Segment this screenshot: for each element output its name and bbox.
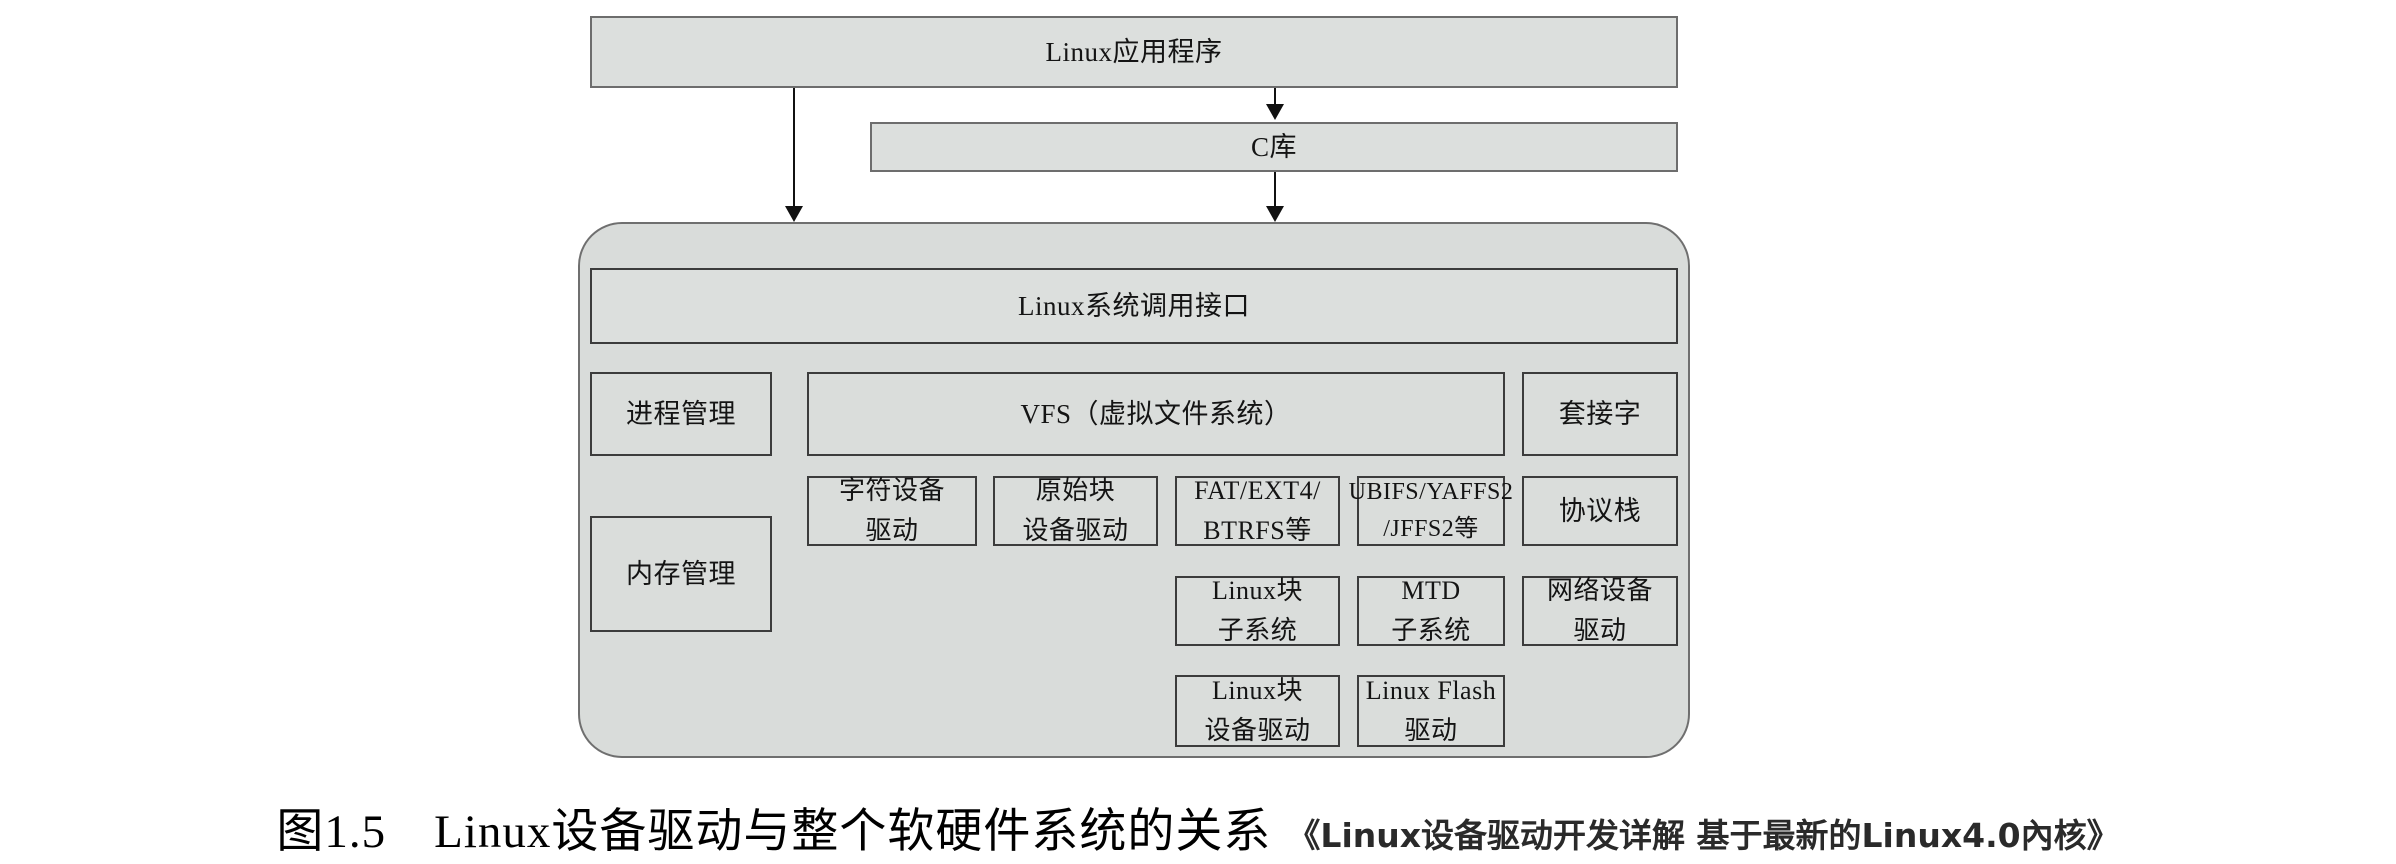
block-vfs-label: VFS（虚拟文件系统） — [1020, 398, 1292, 429]
figure-caption: 图1.5 Linux设备驱动与整个软硬件系统的关系《Linux设备驱动开发详解 … — [0, 792, 2396, 861]
block-network-device-driver-label: 网络设备 驱动 — [1546, 575, 1653, 645]
figure-caption-text: 图1.5 Linux设备驱动与整个软硬件系统的关系 — [276, 806, 1272, 858]
block-fat-ext4-btrfs-label: FAT/EXT4/ BTRFS等 — [1194, 475, 1321, 545]
connector-clib-to-kernel — [1266, 172, 1284, 224]
block-linux-flash-driver-label: Linux Flash 驱动 — [1365, 675, 1497, 745]
block-mtd-subsystem-label: MTD 子系统 — [1391, 575, 1471, 645]
block-raw-block-device-driver-label: 原始块 设备驱动 — [1022, 475, 1129, 545]
block-syscall-interface: Linux系统调用接口 — [590, 268, 1678, 344]
block-ubifs-yaffs2-jffs2: UBIFS/YAFFS2 /JFFS2等 — [1349, 476, 1513, 546]
block-c-library-label: C库 — [1250, 131, 1297, 162]
arrow-head-icon — [1266, 104, 1284, 120]
block-raw-block-device-driver: 原始块 设备驱动 — [993, 476, 1158, 546]
block-ubifs-yaffs2-jffs2-label: UBIFS/YAFFS2 /JFFS2等 — [1348, 478, 1514, 542]
arrow-head-icon — [1266, 206, 1284, 222]
block-syscall-interface-label: Linux系统调用接口 — [1018, 290, 1250, 321]
block-linux-flash-driver: Linux Flash 驱动 — [1357, 675, 1505, 747]
block-mtd-subsystem: MTD 子系统 — [1357, 576, 1505, 646]
block-fat-ext4-btrfs: FAT/EXT4/ BTRFS等 — [1175, 476, 1340, 546]
connector-line — [1274, 88, 1276, 108]
block-process-management: 进程管理 — [590, 372, 772, 456]
block-protocol-stack: 协议栈 — [1522, 476, 1678, 546]
block-linux-application: Linux应用程序 — [590, 16, 1678, 88]
block-linux-application-label: Linux应用程序 — [1045, 36, 1223, 67]
block-socket-label: 套接字 — [1558, 398, 1642, 429]
connector-line — [793, 88, 795, 208]
block-linux-block-subsystem-label: Linux块 子系统 — [1211, 575, 1304, 645]
block-socket: 套接字 — [1522, 372, 1678, 456]
block-process-management-label: 进程管理 — [626, 398, 736, 429]
block-linux-block-subsystem: Linux块 子系统 — [1175, 576, 1340, 646]
arrow-head-icon — [785, 206, 803, 222]
block-c-library: C库 — [870, 122, 1678, 172]
block-linux-block-device-driver: Linux块 设备驱动 — [1175, 675, 1340, 747]
block-protocol-stack-label: 协议栈 — [1558, 495, 1642, 526]
block-memory-management: 内存管理 — [590, 516, 772, 632]
block-memory-management-label: 内存管理 — [626, 558, 736, 589]
block-linux-block-device-driver-label: Linux块 设备驱动 — [1204, 675, 1311, 745]
connector-app-to-kernel — [785, 88, 803, 224]
figure-source-note: 《Linux设备驱动开发详解 基于最新的Linux4.0內核》 — [1287, 816, 2120, 855]
connector-line — [1274, 172, 1276, 208]
block-vfs: VFS（虚拟文件系统） — [807, 372, 1505, 456]
connector-app-to-clib — [1266, 88, 1284, 122]
block-char-device-driver: 字符设备 驱动 — [807, 476, 977, 546]
block-char-device-driver-label: 字符设备 驱动 — [838, 475, 945, 545]
block-network-device-driver: 网络设备 驱动 — [1522, 576, 1678, 646]
